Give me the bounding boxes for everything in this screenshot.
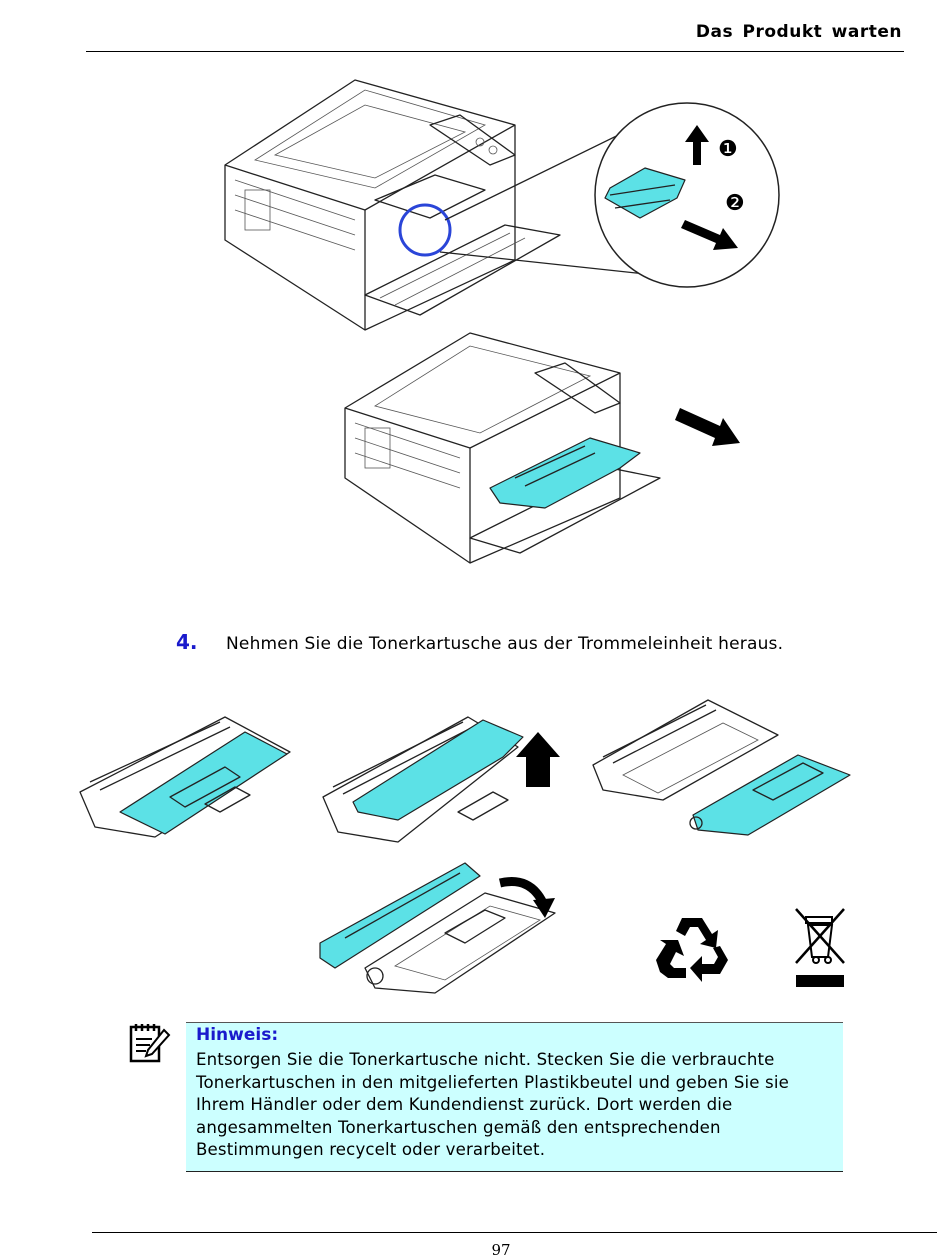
note-pencil-icon [128, 1022, 171, 1064]
figure-toner-separated [588, 695, 858, 845]
note-title: Hinweis: [196, 1025, 279, 1045]
recycle-icon [656, 914, 728, 982]
rotate-arrow-icon [498, 877, 548, 906]
callout-label-2: ❷ [725, 191, 745, 216]
note-line: Entsorgen Sie die Tonerkartusche nicht. … [196, 1050, 775, 1069]
arrow-up-icon [685, 125, 709, 165]
note-line: Tonerkartuschen in den mitgelieferten Pl… [196, 1072, 789, 1092]
step-4: 4. Nehmen Sie die Tonerkartusche aus der… [176, 630, 783, 654]
page-header-title: Das Produkt warten [695, 22, 902, 42]
page-number: 97 [491, 1241, 511, 1259]
note-line: Ihrem Händler oder dem Kundendienst zurü… [196, 1095, 733, 1114]
note-box: Hinweis: Entsorgen Sie die Tonerkartusch… [186, 1022, 843, 1172]
step-number: 4. [176, 630, 198, 654]
header-rule [86, 51, 904, 52]
figure-rotate-toner [315, 858, 565, 1008]
weee-bin-icon [792, 905, 848, 989]
figure-printer-lever: ❶ ❷ [215, 70, 795, 340]
figure-drum-with-toner [75, 712, 295, 852]
figure-lift-toner [318, 712, 560, 857]
note-line: angesammelten Tonerkartuschen gemäß den … [196, 1117, 721, 1137]
footer-rule [92, 1232, 937, 1233]
arrow-up-icon [516, 732, 560, 787]
arrow-down-right-icon [675, 408, 740, 446]
step-text: Nehmen Sie die Tonerkartusche aus der Tr… [226, 634, 784, 654]
callout-label-1: ❶ [718, 137, 738, 162]
note-line: Bestimmungen recycelt oder verarbeitet. [196, 1140, 546, 1159]
figure-printer-drum-out [340, 328, 750, 568]
